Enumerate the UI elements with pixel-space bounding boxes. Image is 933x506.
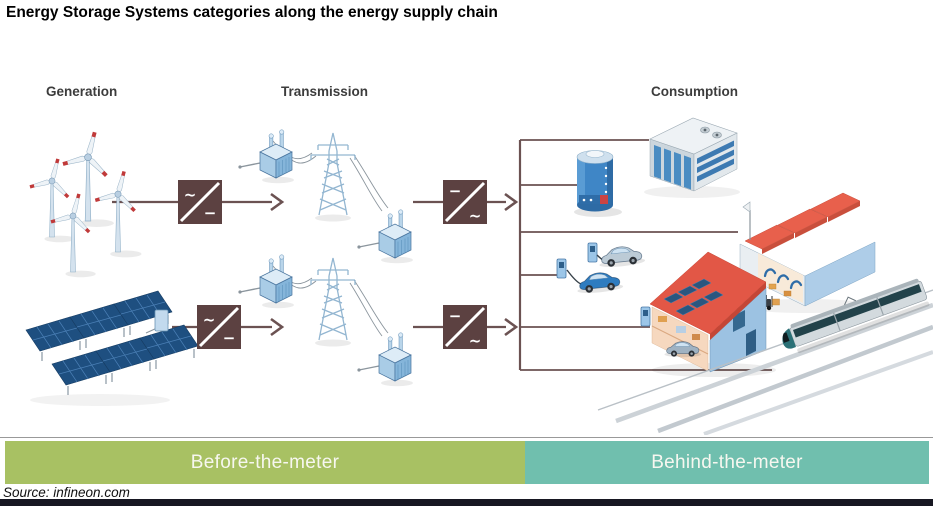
transmission-tower-icon bbox=[310, 257, 356, 348]
ac-dc-converter-icon bbox=[176, 178, 224, 226]
flow-lines bbox=[112, 139, 772, 371]
ev-charging-station-icon bbox=[556, 242, 646, 296]
electric-car-icon bbox=[597, 243, 646, 270]
before-the-meter-label: Before-the-meter bbox=[190, 451, 340, 473]
smart-home-icon bbox=[640, 251, 776, 377]
page-title: Energy Storage Systems categories along … bbox=[6, 4, 498, 21]
inverter-box-icon bbox=[154, 309, 169, 332]
transmission-tower-icon bbox=[310, 132, 356, 223]
source-credit: Source: infineon.com bbox=[3, 485, 130, 500]
transformer-icon bbox=[237, 129, 295, 184]
section-label-transmission: Transmission bbox=[281, 84, 369, 99]
meter-category-bars: Before-the-meter Behind-the-meter bbox=[5, 441, 929, 484]
footer-bar bbox=[0, 499, 933, 506]
transmission-row-top bbox=[237, 129, 414, 264]
transformer-icon bbox=[356, 209, 414, 264]
transformer-icon bbox=[237, 254, 295, 309]
home-charger-icon bbox=[640, 306, 651, 327]
transformer-icon bbox=[356, 332, 414, 387]
behind-the-meter-label: Behind-the-meter bbox=[651, 451, 803, 473]
separator-line bbox=[0, 437, 933, 438]
section-label-consumption: Consumption bbox=[651, 84, 738, 99]
wind-turbines-icon bbox=[29, 132, 141, 278]
ac-dc-converter-icon bbox=[195, 303, 243, 351]
behind-the-meter-bar: Behind-the-meter bbox=[525, 441, 929, 484]
arrow-right-icon bbox=[270, 192, 519, 337]
electric-car-icon bbox=[575, 269, 624, 296]
train-icon bbox=[782, 278, 930, 354]
energy-supply-chain-diagram: ~ − − ~ bbox=[25, 117, 933, 435]
dc-ac-converter-icon bbox=[441, 303, 489, 352]
transmission-row-bottom bbox=[237, 254, 414, 387]
before-the-meter-bar: Before-the-meter bbox=[5, 441, 525, 484]
dc-ac-converter-icon bbox=[441, 178, 489, 227]
battery-storage-icon bbox=[574, 150, 622, 217]
solar-array-icon bbox=[25, 290, 199, 406]
section-label-generation: Generation bbox=[46, 84, 118, 99]
storage-container-icon bbox=[644, 117, 740, 198]
